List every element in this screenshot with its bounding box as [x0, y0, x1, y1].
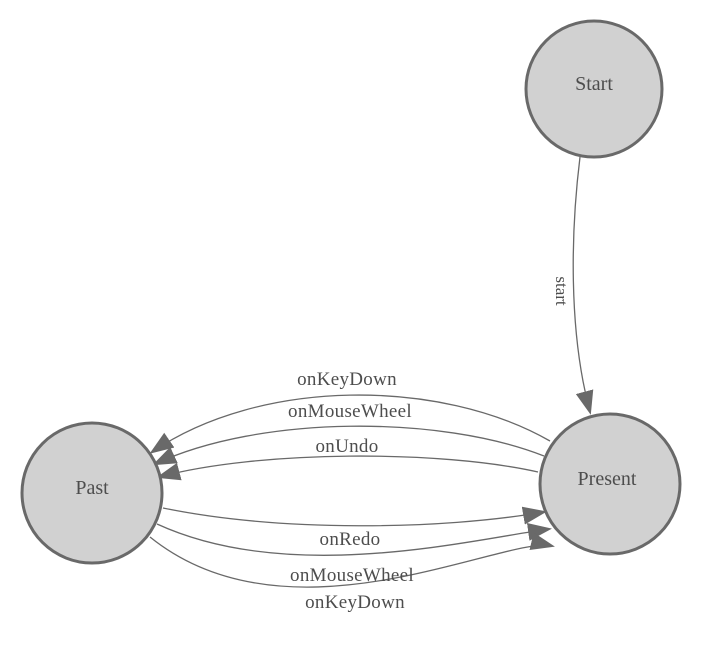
edge-labels: start onKeyDown onMouseWheel onUndo onRe…: [288, 276, 571, 613]
edge-label-onkeydown-bottom: onKeyDown: [305, 592, 405, 613]
state-circle-present: [538, 412, 682, 556]
state-circle-past: [20, 421, 164, 565]
state-label-present: Present: [578, 468, 637, 490]
state-node-past: Past: [20, 421, 164, 565]
edge-label-onkeydown-top: onKeyDown: [297, 369, 397, 390]
state-label-past: Past: [75, 477, 109, 499]
edge-label-onundo: onUndo: [315, 436, 378, 457]
state-node-start: Start: [524, 19, 664, 159]
edge-past-to-present-onmousewheel: [156, 522, 552, 556]
edge-start-to-present: [572, 156, 594, 415]
edge-present-to-past-onundo: [156, 455, 539, 481]
edge-past-to-present-onredo: [162, 506, 547, 527]
state-label-start: Start: [575, 73, 613, 95]
transition-edges: [149, 156, 594, 588]
edge-past-to-present-onkeydown: [149, 532, 555, 588]
edge-label-onmousewheel-bottom: onMouseWheel: [290, 565, 414, 586]
edge-label-onmousewheel-top: onMouseWheel: [288, 401, 412, 422]
edge-label-onredo: onRedo: [320, 529, 381, 550]
state-circle-start: [524, 19, 664, 159]
edge-present-to-past-onkeydown: [149, 394, 551, 454]
state-node-present: Present: [538, 412, 682, 556]
edge-present-to-past-onmousewheel: [152, 425, 545, 466]
edge-label-start: start: [552, 276, 571, 306]
